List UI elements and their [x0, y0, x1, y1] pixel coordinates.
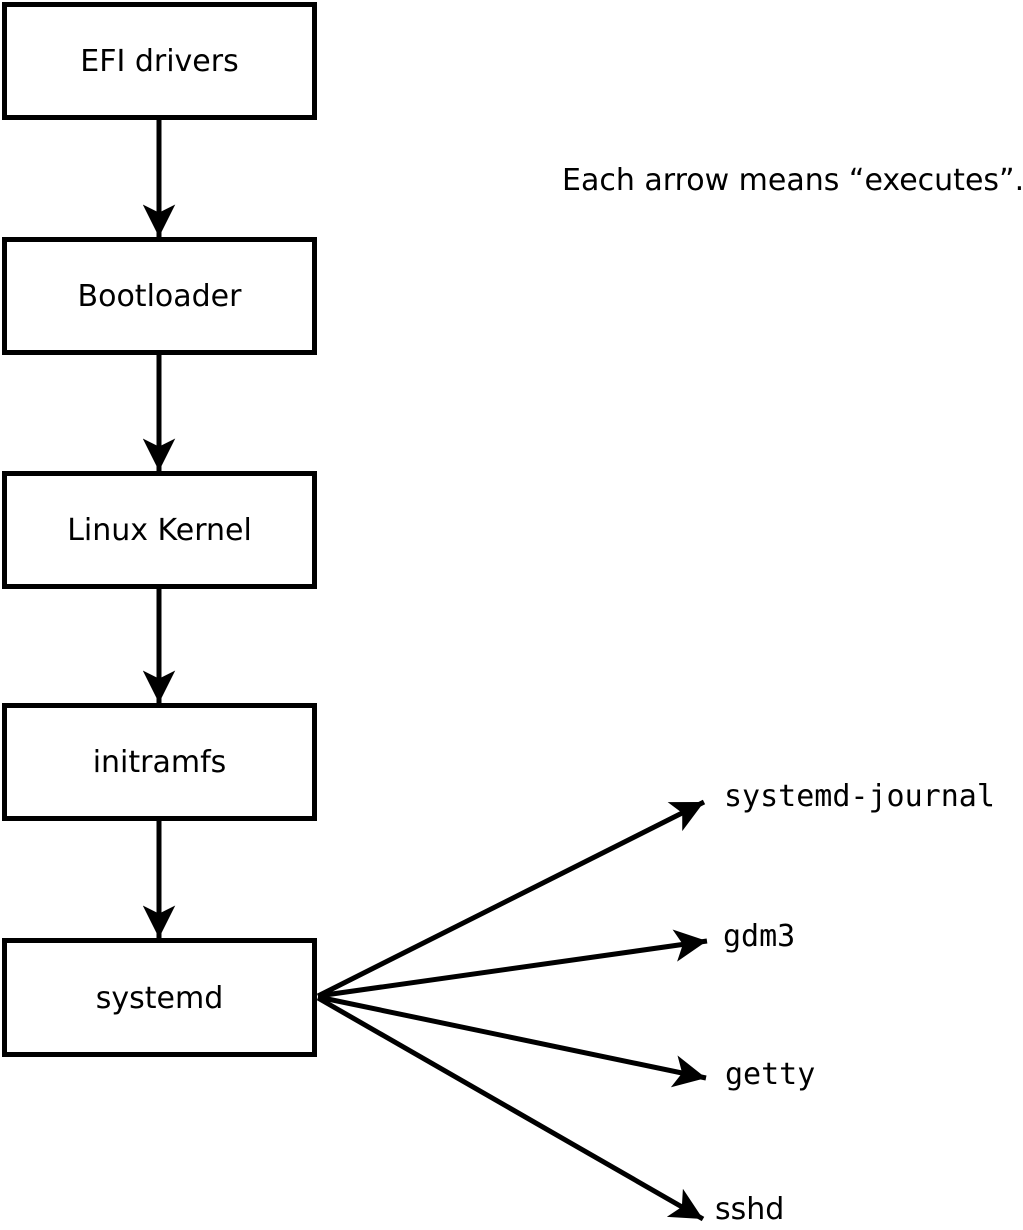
- arrow-systemd-to-gdm3: [317, 929, 708, 999]
- flow-box-label-initramfs: initramfs: [93, 745, 227, 780]
- arrow-systemd-to-sshd: [316, 995, 705, 1222]
- flow-box-label-bootloader: Bootloader: [78, 279, 243, 314]
- flow-chain: EFI drivers Bootloader Linux Kernel init…: [2, 2, 317, 1057]
- flow-box-efi-drivers: [2, 2, 317, 120]
- systemd-fanout-arrows: [316, 799, 708, 1222]
- branch-label-getty: getty: [725, 1057, 815, 1092]
- flow-box-systemd: [2, 938, 317, 1057]
- flow-box-linux-kernel: [2, 471, 317, 589]
- arrow-legend-note: Each arrow means “executes”.: [562, 163, 1023, 198]
- arrow-systemd-to-getty: [317, 994, 707, 1088]
- arrow-systemd-to-journal: [316, 799, 706, 999]
- flow-box-bootloader: [2, 237, 317, 355]
- branch-label-sshd: sshd: [715, 1192, 784, 1227]
- flow-box-label-linux-kernel: Linux Kernel: [67, 513, 252, 548]
- branch-labels: systemd-journal gdm3 getty sshd: [715, 779, 995, 1227]
- flow-box-label-systemd: systemd: [96, 981, 224, 1016]
- branch-label-gdm3: gdm3: [723, 919, 795, 954]
- flow-box-initramfs: [2, 703, 317, 821]
- branch-label-systemd-journal: systemd-journal: [724, 779, 995, 814]
- flow-box-label-efi-drivers: EFI drivers: [80, 44, 238, 79]
